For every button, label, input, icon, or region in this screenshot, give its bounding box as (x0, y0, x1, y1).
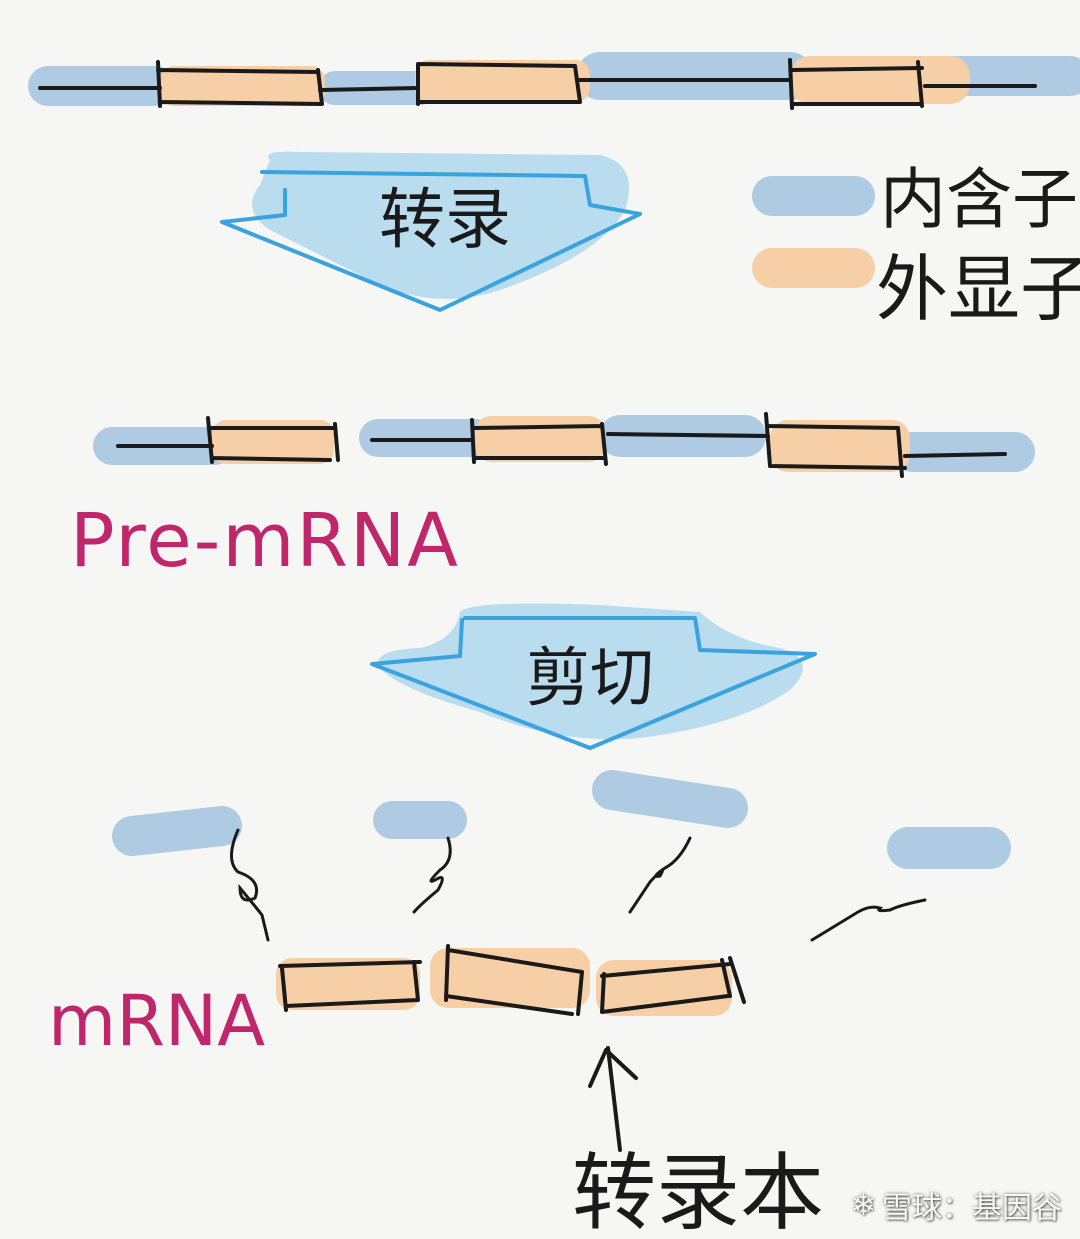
exon-segment (790, 56, 970, 104)
exon-outline (416, 62, 582, 106)
arrow-outline (370, 616, 817, 750)
arrow-outline (220, 170, 642, 312)
pre-mrna-strand-line (116, 432, 1007, 458)
exon-outline (600, 956, 746, 1014)
exon-segment (276, 958, 420, 1010)
legend: 内含子 外显子 (752, 161, 1080, 331)
transcription-arrow: 转录 (220, 151, 642, 312)
dna-strand-line (38, 78, 1037, 92)
mrna-label: mRNA (48, 980, 265, 1062)
exon-segment (430, 948, 590, 1008)
excised-intron (112, 806, 242, 856)
legend-intron-label: 内含子 (880, 161, 1078, 238)
excised-intron (592, 770, 748, 828)
snowball-logo-icon: ❄ (850, 1187, 876, 1223)
transcript-pointer: 转录本 (572, 1046, 824, 1239)
mrna-row: mRNA (48, 944, 746, 1062)
exon-outline (788, 58, 924, 110)
step1-label: 转录 (379, 181, 511, 258)
exon-outline (278, 960, 422, 1012)
legend-exon-label: 外显子 (876, 247, 1080, 331)
exon-outline (444, 944, 584, 1016)
transcript-label: 转录本 (572, 1144, 824, 1239)
excised-introns (112, 770, 1011, 942)
step2-label: 剪切 (526, 642, 654, 716)
pointer-arrow (588, 1046, 638, 1152)
pre-mrna-label: Pre-mRNA (70, 498, 460, 584)
exon-outline (206, 416, 340, 464)
exon-segment (160, 66, 325, 106)
watermark-text: 雪球：基因谷 (882, 1191, 1062, 1226)
exon-segment (475, 416, 605, 462)
intron-squiggle (628, 836, 692, 914)
intron-squiggle (230, 828, 270, 942)
watermark: ❄ 雪球：基因谷 (851, 1183, 1062, 1227)
exon-outline (470, 418, 608, 466)
exon-outline (764, 412, 907, 478)
splicing-arrow: 剪切 (370, 603, 817, 750)
exon-segment (212, 420, 334, 464)
arrow-highlight (252, 151, 630, 299)
exon-outline (156, 60, 324, 108)
exon-segment (770, 420, 910, 472)
exon-segment (415, 60, 590, 102)
intron-squiggle (810, 898, 927, 942)
pre-mrna-row: Pre-mRNA (70, 412, 1035, 584)
dna-gene-row (28, 52, 1080, 110)
intron-squiggle (412, 836, 452, 914)
